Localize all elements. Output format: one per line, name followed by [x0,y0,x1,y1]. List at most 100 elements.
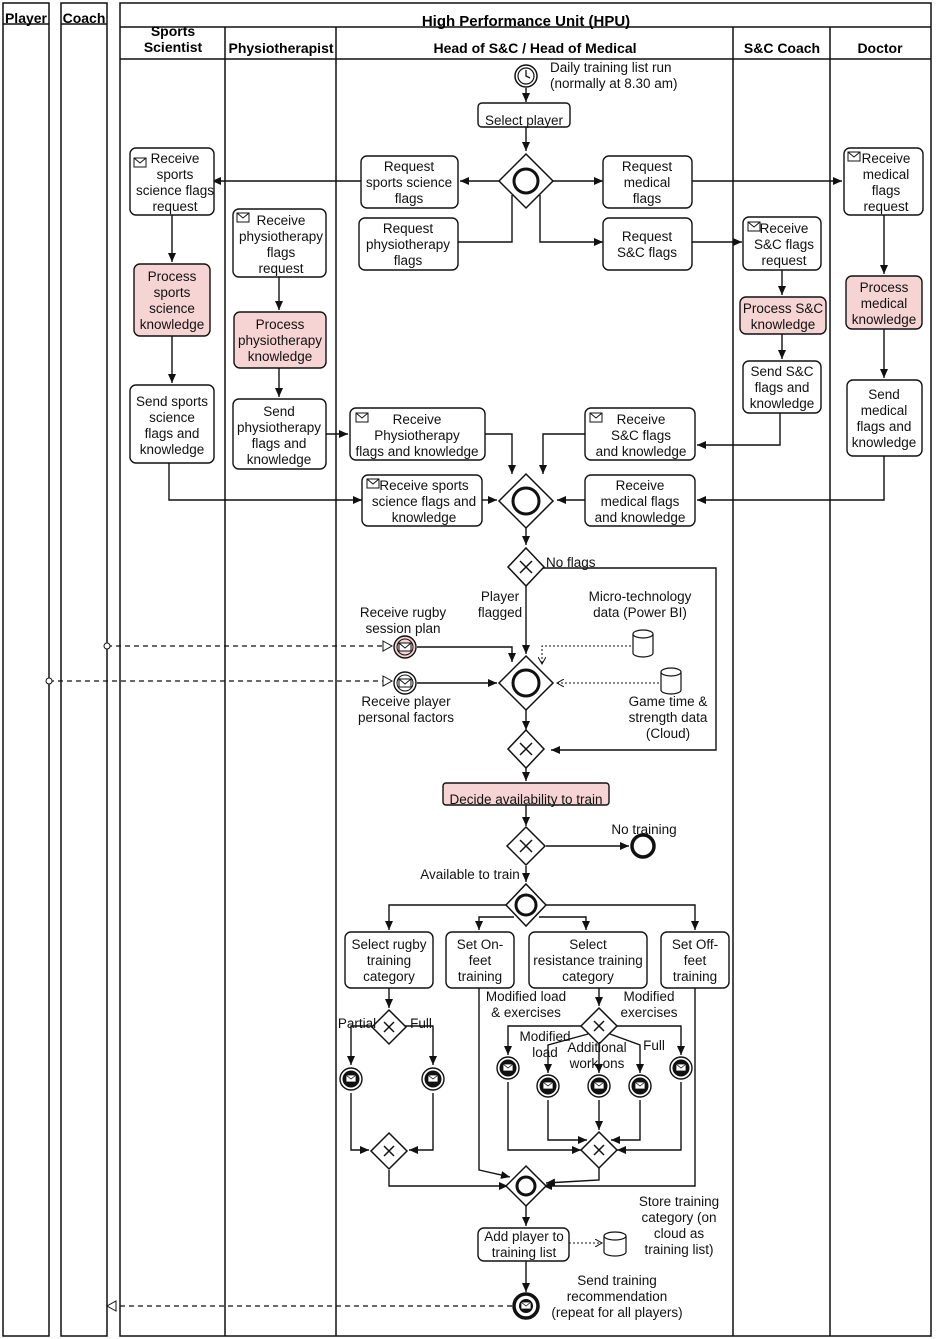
envelope-icon [747,221,761,232]
gateway-rugby-split [370,1008,408,1046]
send-modified-load-event [536,1074,560,1098]
send-additional-workons-event [587,1074,611,1098]
envelope-icon [398,678,412,688]
task-select-player [477,102,571,128]
full-label: Full [410,1016,432,1031]
task-envelope-icons [133,151,861,489]
task-receive-medical-flags-request [843,147,924,216]
task-set-on-feet [445,931,515,989]
task-add-player [477,1227,570,1262]
gateway-availability [505,825,547,867]
task-process-sports-science [133,263,211,337]
lane-title-doctor: Doctor [857,40,903,56]
game-time-datastore-icon [660,667,682,695]
task-receive-sc-flags-request [742,216,822,271]
gateway-training-split [504,882,548,928]
task-process-medical [845,275,923,330]
gateway-merge-flagged [506,728,546,770]
timer-event-label: Daily training list run(normally at 8.30… [550,60,678,91]
available-label: Available to train [420,867,520,882]
task-process-physiotherapy [233,311,327,369]
task-set-off-feet [660,931,730,989]
envelope-icon [520,1301,532,1310]
gateway-resistance-merge [579,1130,619,1170]
gateway-final-merge [504,1164,548,1208]
lane-title-physiotherapist: Physiotherapist [228,40,333,56]
full2-label: Full [643,1038,665,1053]
task-request-sports-science-flags [360,155,459,209]
task-receive-sc-flags [584,407,696,461]
envelope-icon [355,412,369,423]
clock-icon [525,70,531,79]
gateway-merge-inputs [497,654,555,712]
gateway-split-requests [497,152,555,210]
receive-personal-factors-event [393,671,417,695]
task-send-sports-science [129,384,215,464]
sequence-flows [168,88,888,1292]
lane-title-head-sc-medical: Head of S&C / Head of Medical [433,40,636,56]
no-flags-label: No flags [546,555,596,570]
task-select-resistance-category [528,931,648,989]
task-send-medical [846,379,923,457]
training-list-datastore-icon [603,1231,627,1257]
select-player-label: Select player [485,113,564,128]
task-request-physiotherapy-flags [358,217,459,271]
envelope-icon [366,478,380,489]
partial-label: Partial [338,1016,376,1031]
message-flows [45,640,512,1312]
task-receive-medical-flags [584,474,696,527]
envelope-icon [398,642,412,652]
send-full-resistance-event [628,1074,652,1098]
task-send-physiotherapy [232,398,327,470]
task-receive-sports-flags [361,474,483,527]
task-select-rugby-category [344,931,434,989]
task-request-medical-flags [602,155,693,209]
envelope-icon [133,157,147,168]
task-decide-availability [442,782,610,806]
lane-title-sc-coach: S&C Coach [744,40,820,56]
no-training-label: No training [611,822,676,837]
decide-label: Decide availability to train [449,792,602,807]
task-receive-sports-flags-request [129,147,215,216]
receive-rugby-plan-event [393,635,417,659]
mod-load-ex-label: Modified load& exercises [486,989,566,1020]
lane-title-player: Player [5,10,48,26]
task-receive-physio-flags [349,407,486,461]
send-modified-load-exercises-event [496,1056,520,1080]
gateway-rugby-merge [369,1131,409,1171]
send-partial-rugby-event [339,1067,363,1091]
throw-message-events [339,1056,693,1098]
timer-start-event [514,64,538,88]
data-associations [542,645,659,1243]
envelope-icon [589,412,603,423]
